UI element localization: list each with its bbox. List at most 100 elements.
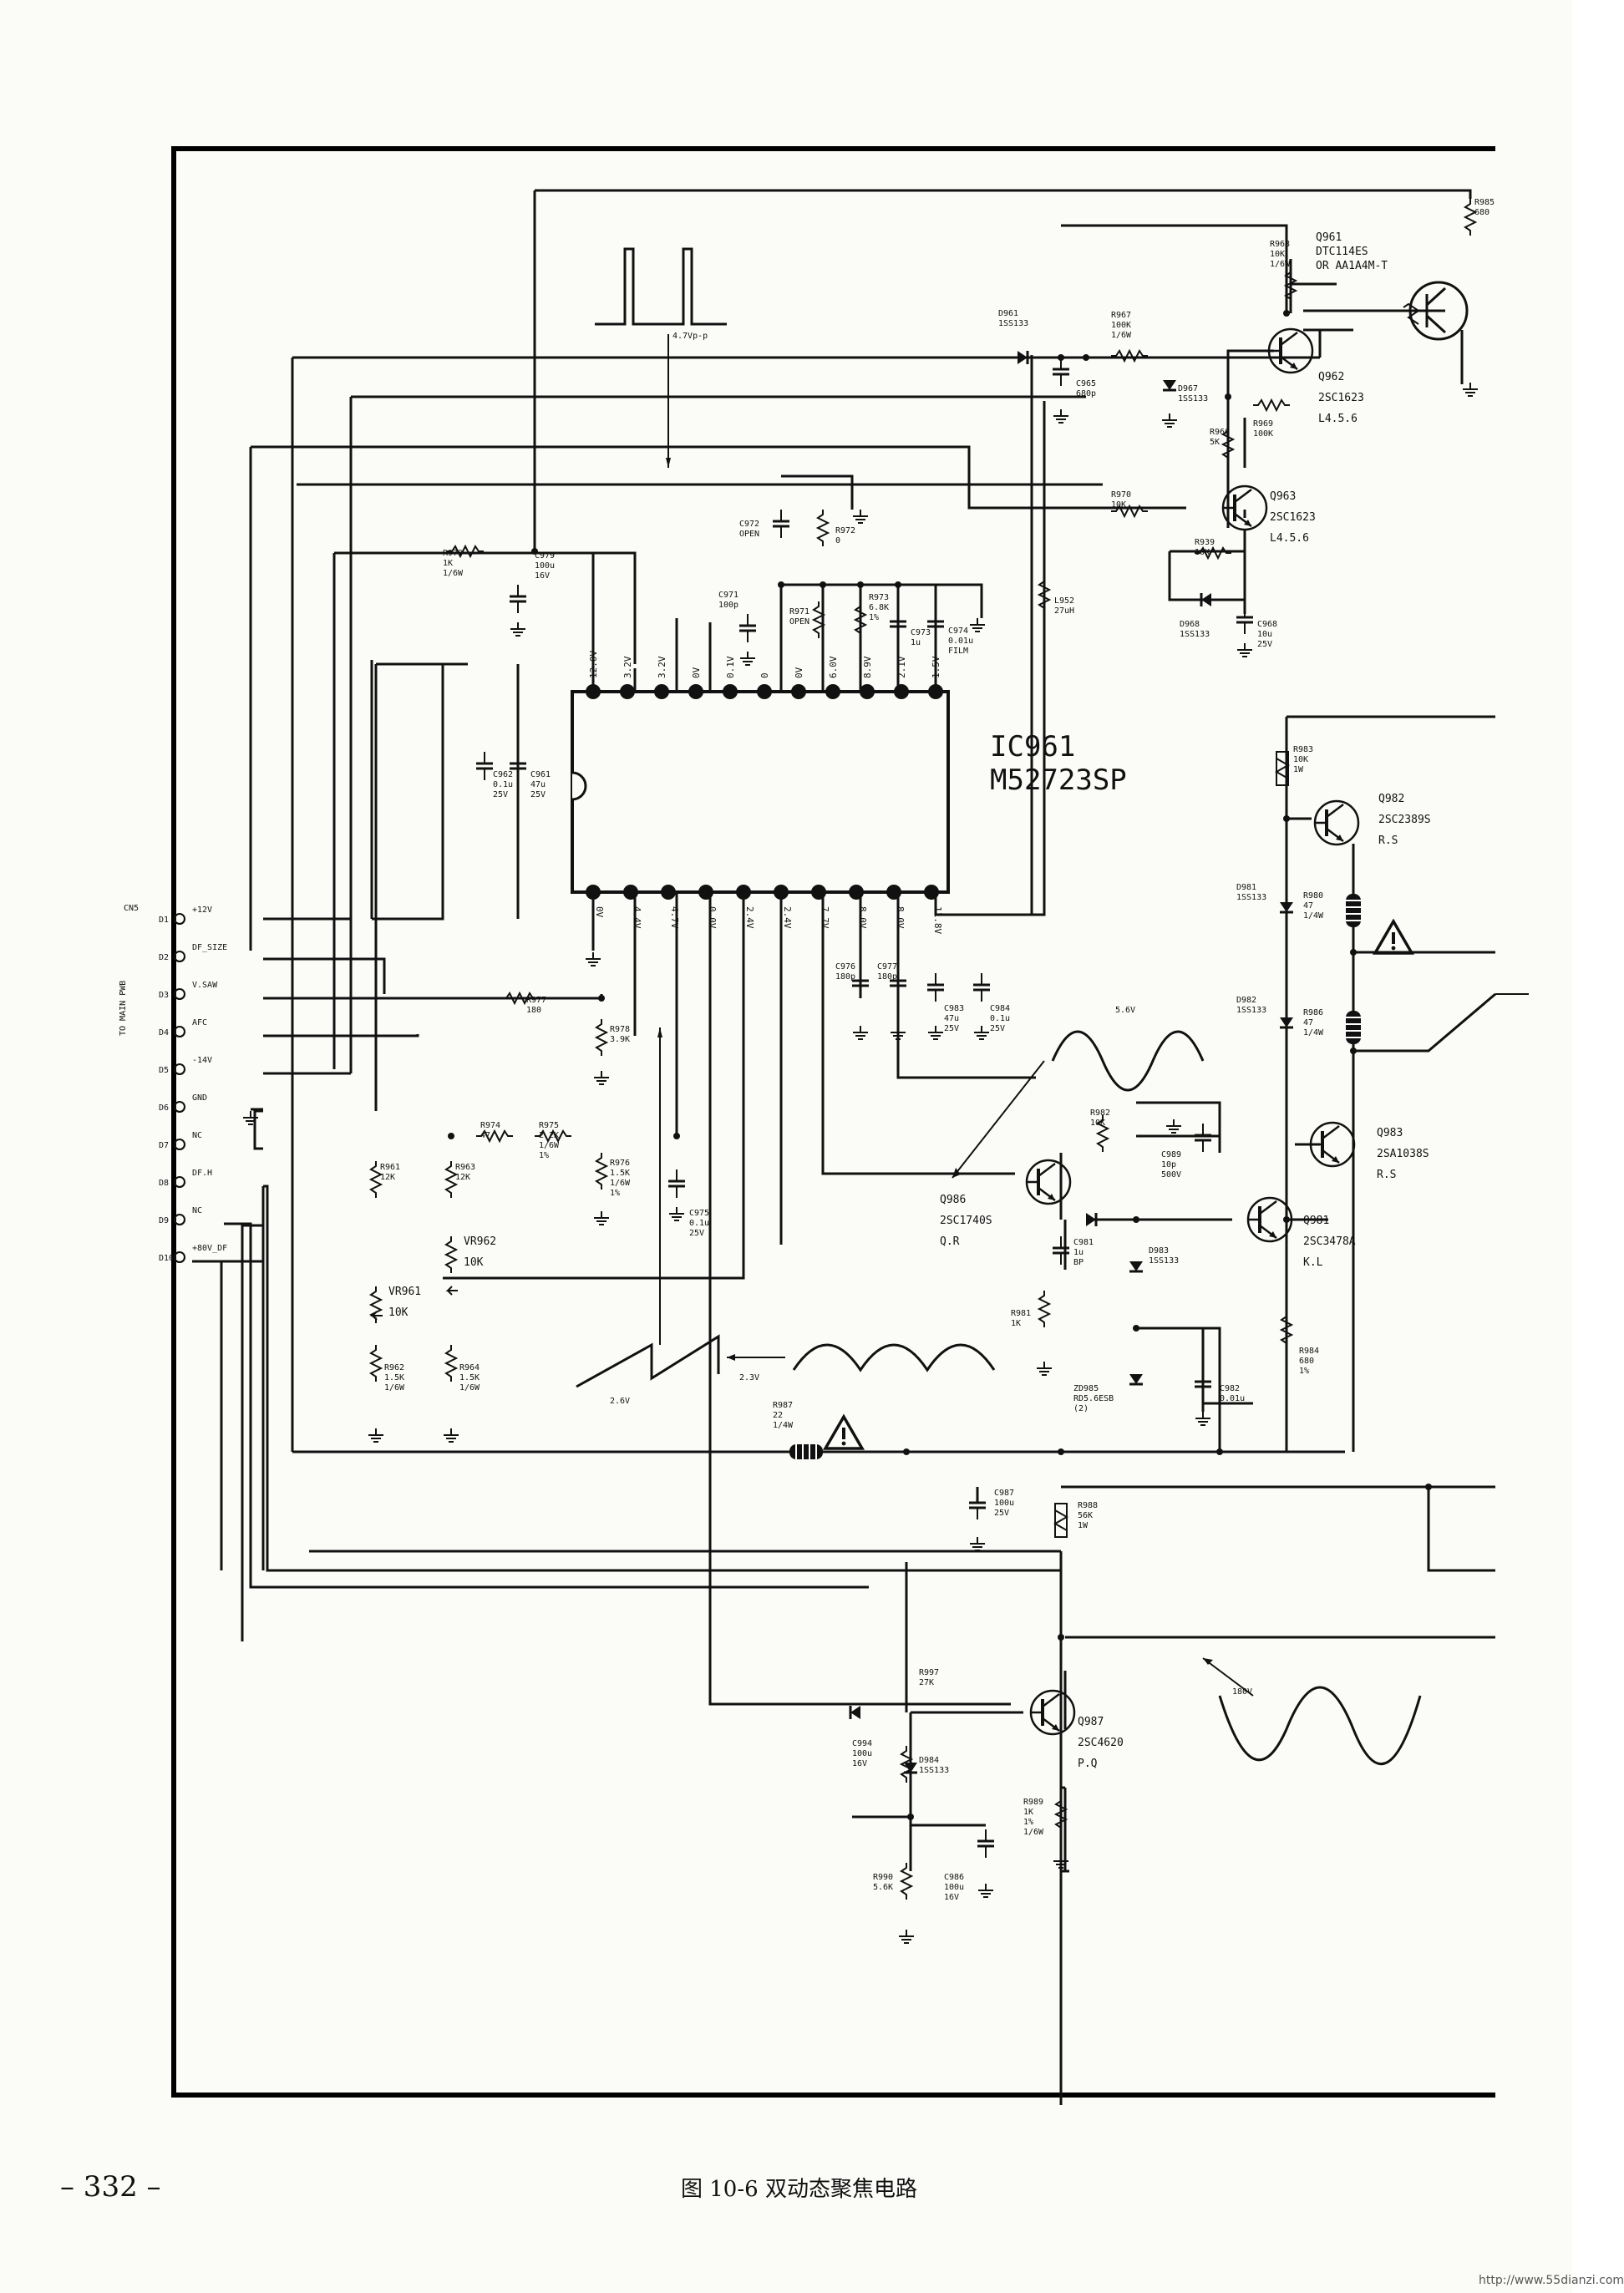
ic-top-pin-voltage: 6.0V — [828, 656, 839, 678]
svg-text:TO MAIN PWB: TO MAIN PWB — [119, 981, 128, 1036]
label-q961-part: DTC114ES — [1316, 246, 1368, 258]
label-q981-rank: K.L — [1303, 1256, 1323, 1269]
label-q981-part: 2SC3478A — [1303, 1235, 1356, 1248]
waveform-arc — [792, 1343, 996, 1372]
connector-pin-number: D9 — [159, 1216, 169, 1225]
label-q982-rank: R.S — [1378, 835, 1398, 847]
ic-top-pin-voltage: 8.9V — [862, 656, 873, 678]
label-q963-rank: L4.5.6 — [1270, 532, 1309, 545]
transistor-q963 — [1221, 484, 1268, 531]
svg-text:CN5: CN5 — [124, 904, 139, 913]
connector-pin-label: DF_SIZE — [192, 943, 227, 952]
ic-top-pin — [654, 684, 669, 699]
connector-pin-label: NC — [192, 1131, 202, 1140]
waveform-bottom — [1218, 1686, 1422, 1766]
page-frame — [171, 146, 1495, 2098]
waveform-pulse — [595, 247, 727, 326]
label-q986-part: 2SC1740S — [940, 1215, 992, 1227]
waveform-sine — [1051, 1030, 1205, 1092]
label-q962-part: 2SC1623 — [1318, 392, 1364, 404]
source-url: http://www.55dianzi.com — [1479, 2274, 1624, 2287]
transistor-q962 — [1267, 327, 1314, 374]
ic-top-pin — [620, 684, 635, 699]
transistor-q986 — [1025, 1159, 1072, 1205]
label-q983-rank: R.S — [1377, 1169, 1396, 1181]
transistor-q982 — [1313, 799, 1360, 846]
ic-top-pin — [894, 684, 909, 699]
label-vr962-value: 10K — [464, 1256, 484, 1269]
label-vr961-value: 10K — [388, 1306, 409, 1319]
label-q987-rank: P.Q — [1078, 1758, 1098, 1770]
label-q963-ref: Q963 — [1270, 490, 1296, 503]
ic-top-pin-voltage: 0 — [759, 672, 770, 678]
connector-pin-label: DF.H — [192, 1169, 212, 1178]
label-q962-rank: L4.5.6 — [1318, 413, 1358, 425]
ic-bottom-pin-voltage: 7.7V — [820, 906, 830, 929]
transistor-q983 — [1309, 1121, 1356, 1168]
ic-top-pin-voltage: 0V — [691, 667, 702, 678]
page-number: – 332 – — [60, 2170, 161, 2204]
label-q987-ref: Q987 — [1078, 1716, 1104, 1728]
ic-top-pin — [757, 684, 772, 699]
ic-bottom-pin-voltage: 2.4V — [782, 906, 793, 929]
connector-pin-label: AFC — [192, 1018, 207, 1027]
label-q986-ref: Q986 — [940, 1194, 966, 1206]
ic-top-pin — [723, 684, 738, 699]
label-q962-ref: Q962 — [1318, 371, 1344, 383]
connector-pin-number: D3 — [159, 991, 169, 1000]
connector-pin-number: D10 — [159, 1254, 174, 1263]
label-q961-alt: OR AA1A4M-T — [1316, 260, 1388, 272]
label-q987-part: 2SC4620 — [1078, 1737, 1124, 1749]
ic-bottom-pin-voltage: 0.0V — [707, 906, 718, 929]
label-q983-ref: Q983 — [1377, 1127, 1403, 1139]
label-q982-part: 2SC2389S — [1378, 814, 1431, 826]
connector-pin-label: +80V_DF — [192, 1244, 227, 1253]
warning-icon — [824, 1415, 864, 1450]
label-q986-rank: Q.R — [940, 1235, 960, 1248]
ic-bottom-pin-voltage: 4.4V — [632, 906, 642, 929]
label-wave-arc: 2.3V — [739, 1373, 759, 1382]
connector-pin-label: NC — [192, 1206, 202, 1215]
ic-top-pin — [791, 684, 806, 699]
